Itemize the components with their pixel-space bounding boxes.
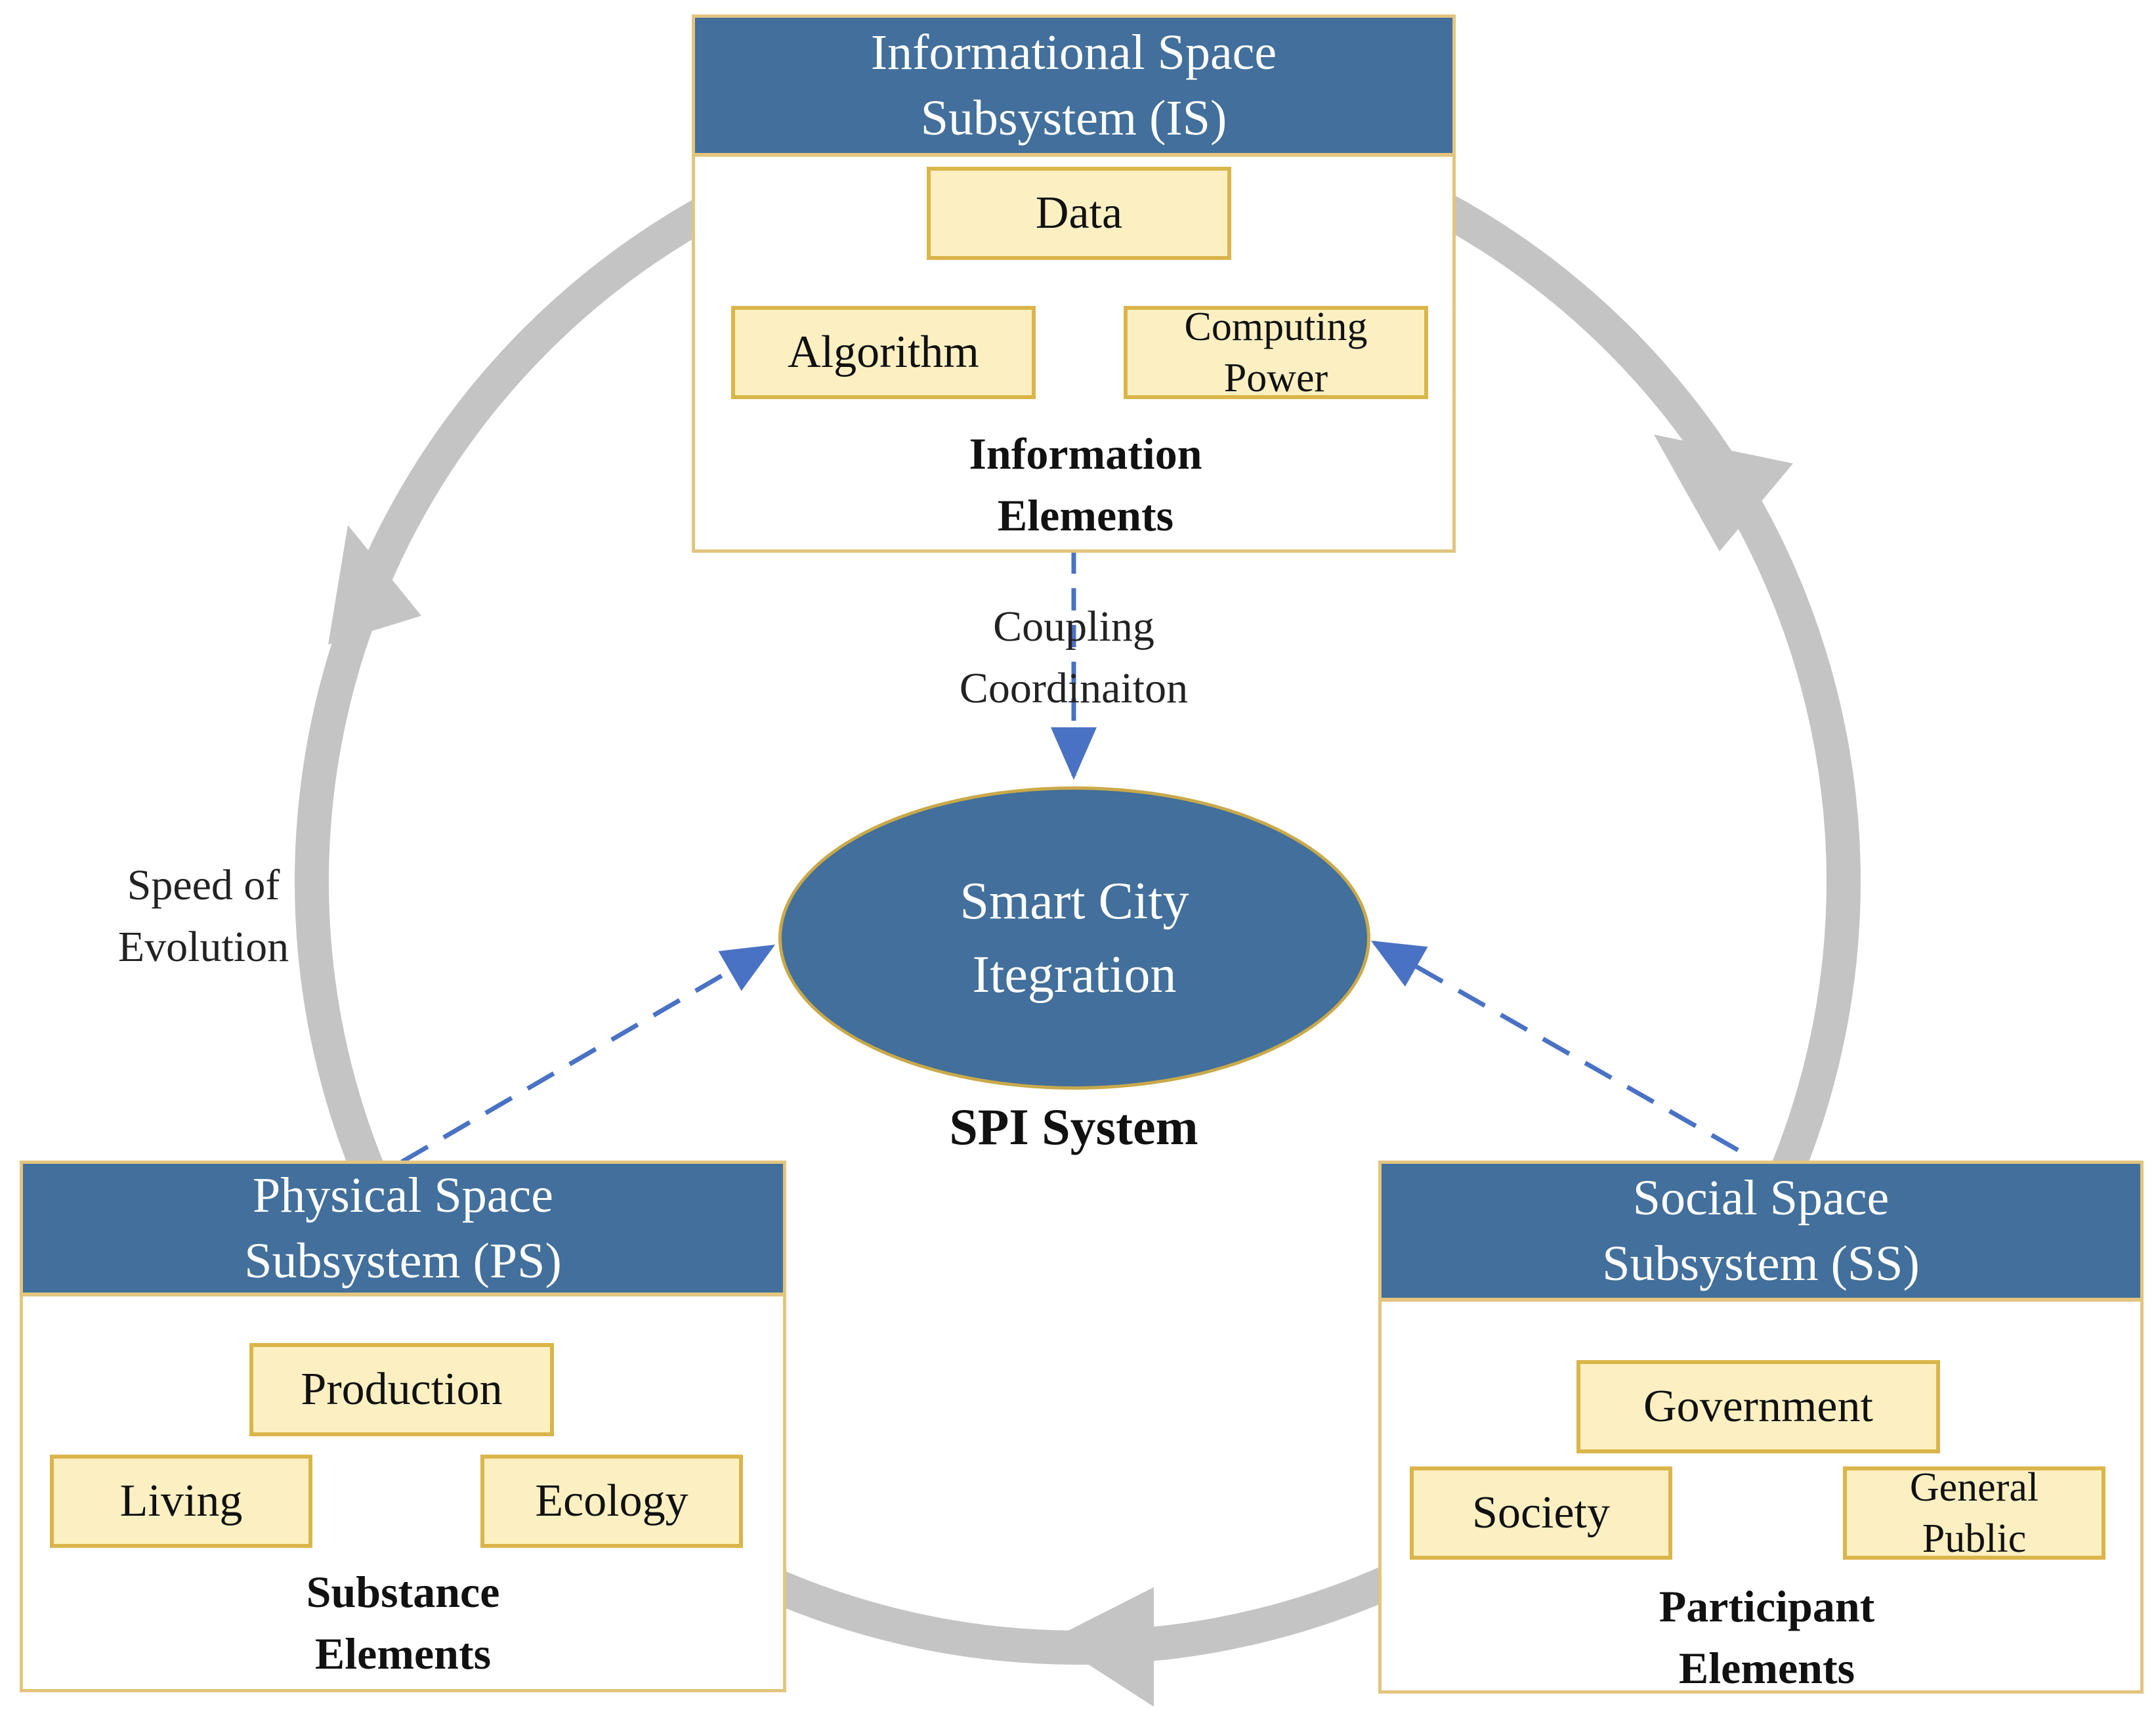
speed-label-line1: Speed of (127, 861, 280, 909)
speed-label: Speed of Evolution (79, 855, 328, 978)
element-computing-power-line2: Power (1223, 356, 1328, 400)
smart-city-integration-node: Smart City Itegration (778, 786, 1370, 1090)
ss-panel-header: Social Space Subsystem (SS) (1382, 1164, 2140, 1302)
ss-panel-title-line2: Subsystem (SS) (1602, 1236, 1920, 1291)
ps-caption-line2: Elements (314, 1629, 492, 1678)
coupling-arrow-ss (1370, 940, 1739, 1153)
is-caption-line1: Information (969, 429, 1202, 479)
cycle-arrowhead-right (1654, 435, 1793, 551)
coupling-label-line1: Coupling (993, 603, 1154, 651)
ps-panel-title-line2: Subsystem (PS) (244, 1233, 562, 1289)
ps-caption-line1: Substance (306, 1567, 500, 1617)
coupling-label: Coupling Coordinaiton (910, 596, 1238, 719)
ps-panel-header: Physical Space Subsystem (PS) (23, 1164, 783, 1296)
is-panel-title-line2: Subsystem (IS) (920, 91, 1227, 146)
coupling-label-line2: Coordinaiton (959, 664, 1189, 712)
element-algorithm: Algorithm (731, 306, 1036, 399)
element-computing-power-line1: Computing (1184, 305, 1368, 349)
is-panel-header: Informational Space Subsystem (IS) (695, 18, 1452, 157)
ss-panel-title-line1: Social Space (1632, 1170, 1890, 1226)
ss-caption: Participant Elements (1570, 1575, 1964, 1699)
ss-caption-line2: Elements (1678, 1643, 1855, 1693)
is-panel: Informational Space Subsystem (IS) (692, 14, 1456, 553)
element-production: Production (249, 1343, 554, 1436)
ss-caption-line1: Participant (1659, 1581, 1875, 1631)
element-ecology: Ecology (480, 1455, 743, 1548)
cycle-arrowhead-left (328, 525, 421, 645)
ps-panel: Physical Space Subsystem (PS) (20, 1161, 786, 1692)
element-living: Living (50, 1455, 312, 1548)
element-government: Government (1576, 1360, 1940, 1453)
cycle-arrowhead-bottom (1050, 1587, 1154, 1707)
is-caption-line2: Elements (997, 490, 1174, 540)
is-caption: Information Elements (889, 423, 1282, 546)
ps-caption: Substance Elements (206, 1561, 600, 1684)
element-general-public-line2: Public (1922, 1516, 2027, 1561)
element-data: Data (927, 167, 1231, 260)
element-computing-power: Computing Power (1124, 305, 1428, 400)
spi-system-caption: SPI System (949, 1098, 1198, 1155)
is-panel-title-line1: Informational Space (870, 25, 1277, 80)
element-general-public-line1: General (1909, 1465, 2039, 1510)
speed-label-line2: Evolution (117, 923, 289, 971)
ps-panel-title-line1: Physical Space (252, 1168, 553, 1223)
coupling-arrow-ps (400, 944, 776, 1165)
center-line1: Smart City (960, 872, 1189, 930)
element-society: Society (1410, 1466, 1672, 1560)
element-general-public: General Public (1843, 1465, 2105, 1561)
center-line2: Itegration (972, 946, 1177, 1004)
